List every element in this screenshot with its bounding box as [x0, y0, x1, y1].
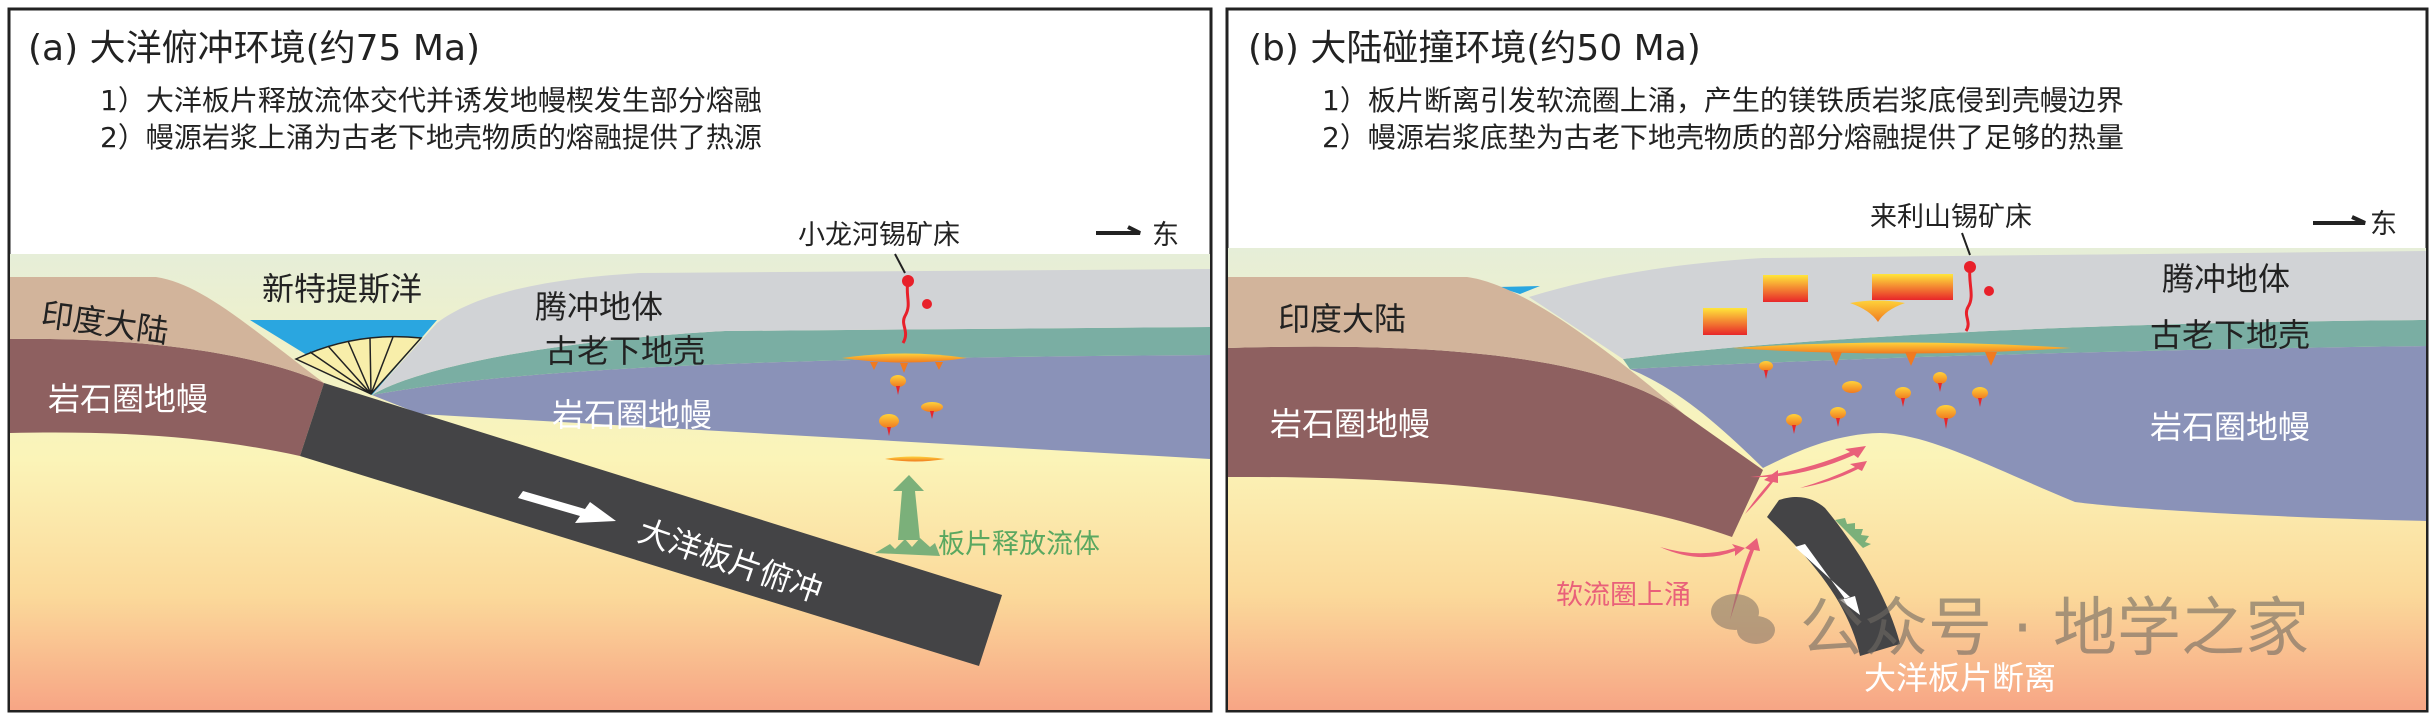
panel-a-note-2: 2）幔源岩浆上涌为古老下地壳物质的熔融提供了热源 [100, 121, 762, 154]
ore-deposit-icon [1961, 232, 1994, 332]
panel-a: (a) 大洋俯冲环境(约75 Ma) 1）大洋板片释放流体交代并诱发地幔楔发生部… [7, 7, 1213, 713]
label-tengchong: 腾冲地体 [535, 288, 663, 326]
tengchong-terrane [372, 269, 1210, 395]
watermark-text: 公众号 · 地学之家 [1800, 592, 2309, 666]
label-lower-crust: 古老下地壳 [2150, 316, 2310, 354]
tengchong-terrane [1529, 251, 2426, 359]
panel-a-note-1: 1）大洋板片释放流体交代并诱发地幔楔发生部分熔融 [100, 84, 762, 117]
label-litho-left: 岩石圈地幔 [48, 380, 208, 418]
label-lower-crust: 古老下地壳 [545, 332, 705, 370]
east-arrow-icon [2313, 215, 2366, 225]
panel-a-title: (a) 大洋俯冲环境(约75 Ma) [28, 28, 480, 69]
label-east: 东 [1152, 220, 1179, 251]
oceanic-slab [300, 383, 1002, 666]
label-fluid: 板片释放流体 [938, 529, 1100, 560]
label-deposit: 来利山锡矿床 [1870, 202, 2032, 233]
watermark: 公众号 · 地学之家 [1711, 592, 2309, 666]
panel-b-note-1: 1）板片断离引发软流圈上涌，产生的镁铁质岩浆底侵到壳幔边界 [1322, 84, 2124, 117]
panel-b: 公众号 · 地学之家 (b) 大陆碰撞环境(约50 Ma) 1）板片断离引发软流… [1225, 7, 2429, 713]
label-slab: 大洋板片断离 [1864, 659, 2056, 697]
lower-crust [1623, 320, 2426, 369]
mantle-right [1630, 346, 2426, 521]
label-neotethys: 新特提斯洋 [262, 270, 422, 308]
panel-b-note-2: 2）幔源岩浆底垫为古老下地壳物质的部分熔融提供了足够的热量 [1322, 121, 2124, 154]
panel-b-title: (b) 大陆碰撞环境(约50 Ma) [1248, 28, 1701, 69]
india-continent [10, 277, 324, 383]
slab-arrow-icon [1795, 544, 1860, 615]
label-upwelling: 软流圈上涌 [1556, 580, 1691, 611]
label-tengchong: 腾冲地体 [2162, 260, 2290, 298]
upwelling-arrows-icon [1660, 446, 1867, 620]
lower-crust [372, 327, 1210, 395]
label-litho-left: 岩石圈地幔 [1270, 405, 1430, 443]
india-continent [1228, 277, 1685, 415]
label-india: 印度大陆 [1278, 300, 1406, 338]
pluton [1703, 308, 1747, 335]
detached-slab [1767, 496, 1900, 656]
label-east: 东 [2370, 209, 2397, 240]
pluton [1763, 275, 1808, 302]
mantle-right [372, 355, 1210, 459]
ore-deposit-icon [894, 253, 932, 344]
east-arrow-icon [1096, 225, 1141, 235]
lithosphere-left [1228, 346, 1763, 537]
lithosphere-left [10, 338, 324, 456]
fluid-arrow-icon [875, 475, 940, 556]
pluton [1872, 274, 1953, 300]
ocean-remnant [1498, 286, 1540, 294]
label-litho-right: 岩石圈地幔 [552, 396, 712, 434]
magma-chamber [842, 353, 967, 462]
label-litho-right: 岩石圈地幔 [2150, 408, 2310, 446]
magma-chamber [1703, 274, 2071, 434]
subduction-arrow-icon [518, 491, 616, 523]
accretionary-wedge [294, 335, 423, 395]
fluid-spikes [1835, 518, 1871, 548]
label-deposit: 小龙河锡矿床 [798, 220, 960, 251]
